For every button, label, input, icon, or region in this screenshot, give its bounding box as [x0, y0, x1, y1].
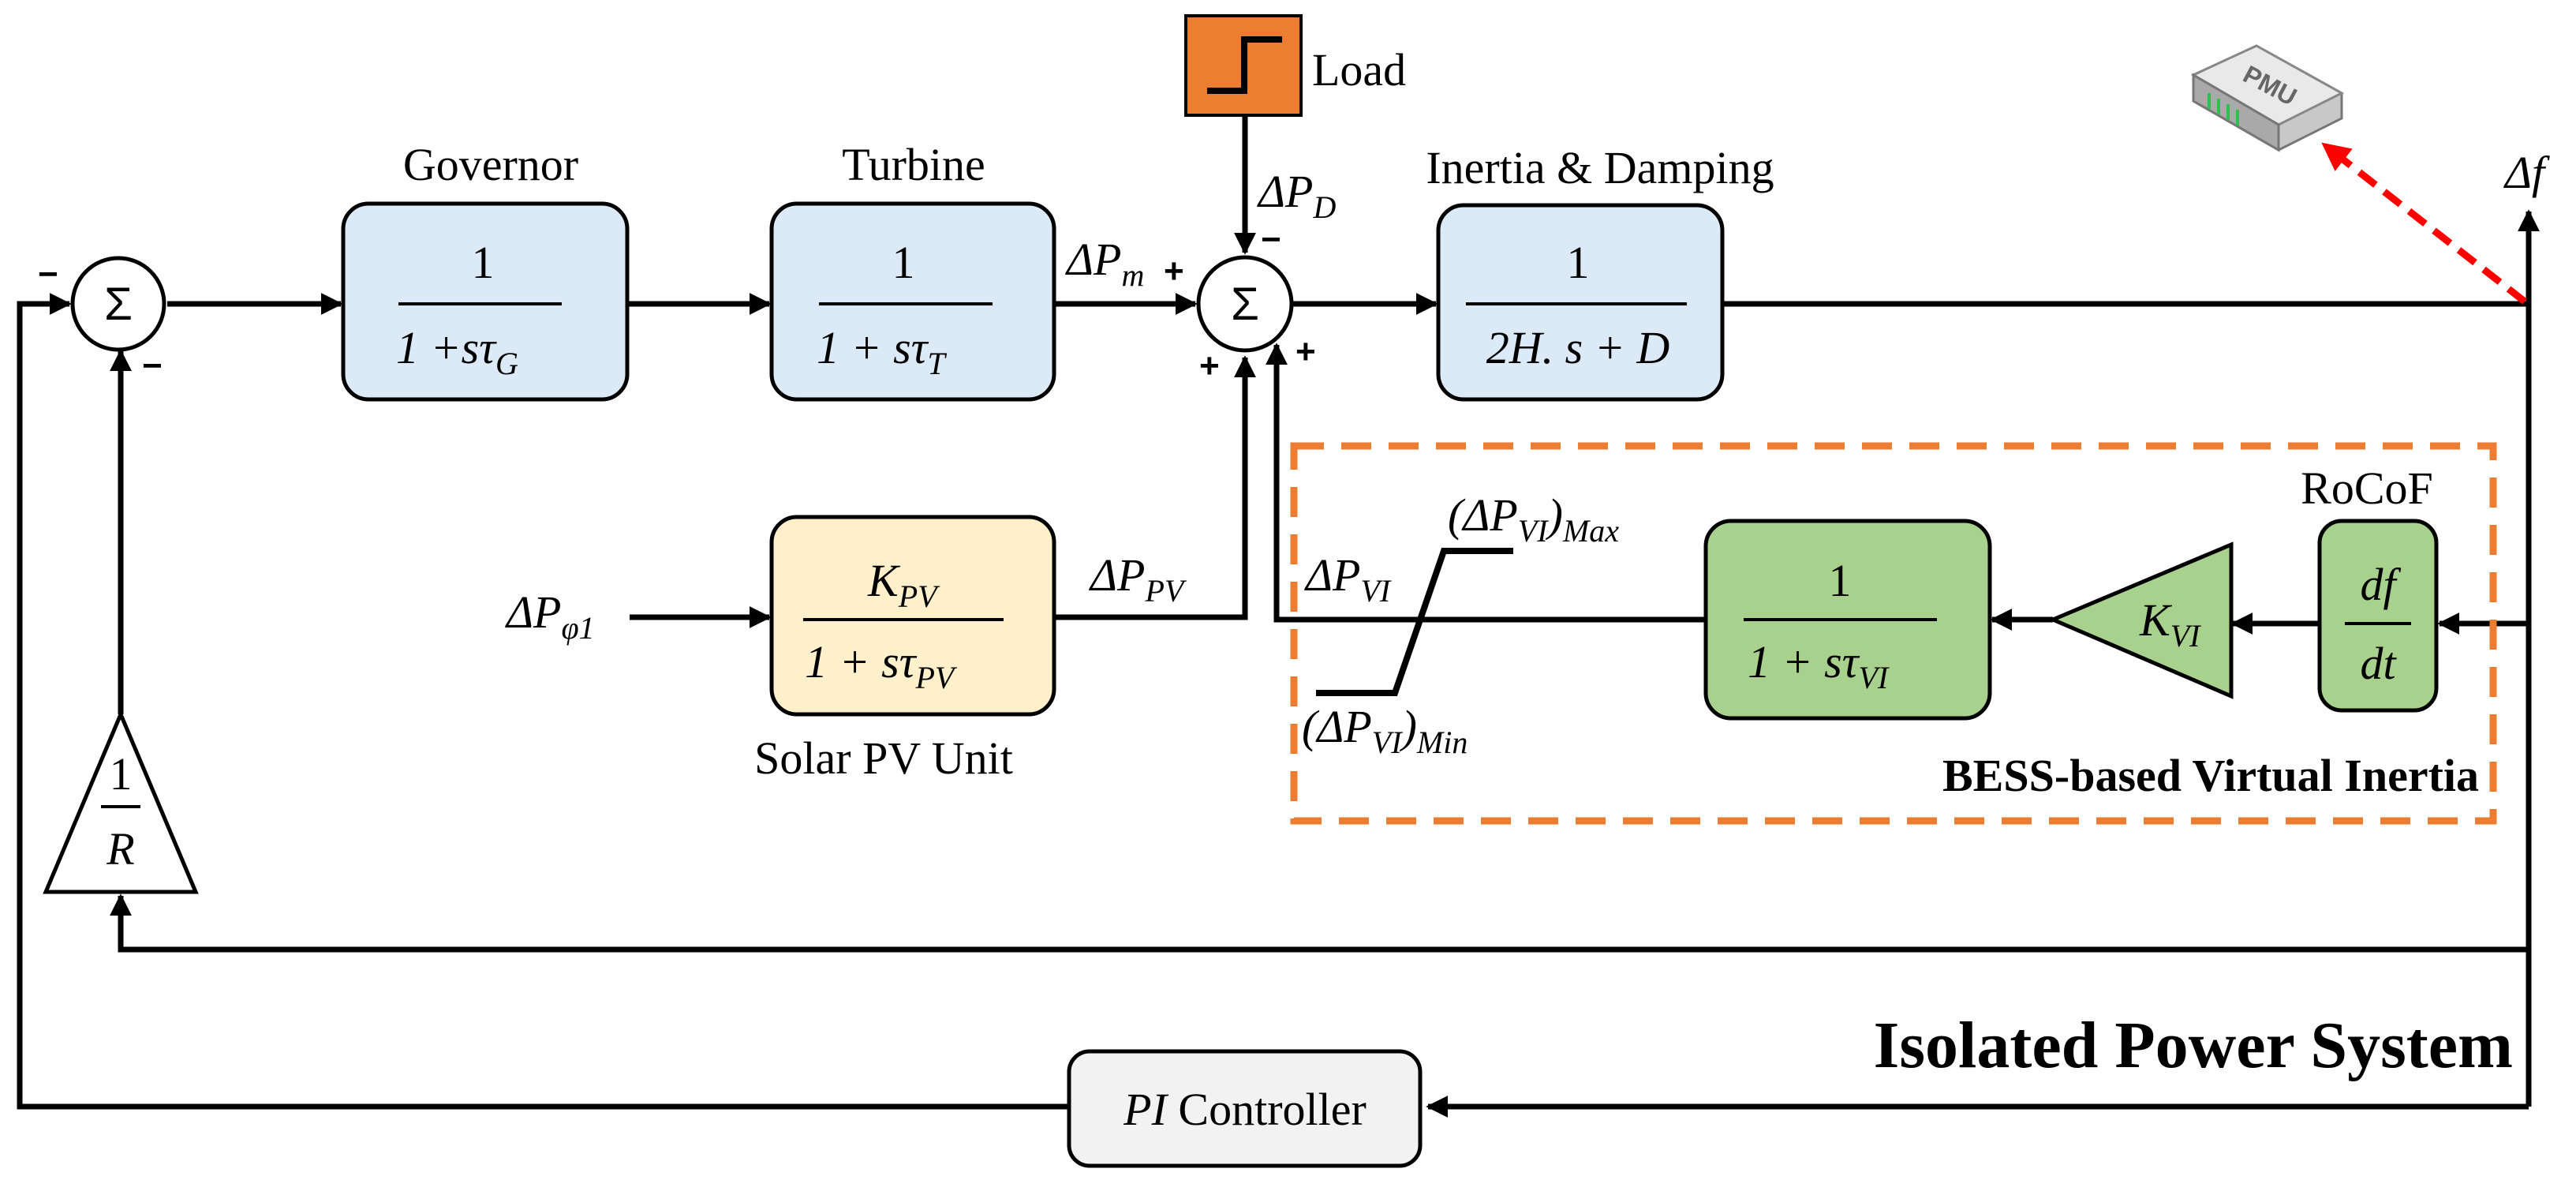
- governor-block: 1 1 +sτG: [341, 201, 630, 402]
- pvi-max-label: (ΔPVI)Max: [1448, 489, 1619, 549]
- signal-wires: [17, 117, 2540, 1118]
- solar-pv-block: KPV 1 + sτPV: [769, 515, 1056, 717]
- governor-numerator: 1: [472, 237, 495, 288]
- bess-filter-block: 1 1 + sτVI: [1703, 519, 1992, 721]
- bess-filter-numerator: 1: [1829, 555, 1852, 606]
- kvi-gain-label: KVI: [2139, 594, 2201, 654]
- droop-numerator: 1: [110, 748, 133, 800]
- bess-filter-denominator: 1 + sτVI: [1748, 636, 1890, 695]
- sum-junction-2-symbol: Σ: [1231, 279, 1259, 330]
- sum2-sign-bottom-left: +: [1199, 347, 1220, 385]
- load-label: Load: [1312, 44, 1406, 96]
- pmu-measurement-link: [2321, 142, 2527, 305]
- inertia-numerator: 1: [1567, 237, 1590, 288]
- sum1-sign-top: −: [38, 255, 58, 294]
- delta-f-label: Δf: [2503, 147, 2550, 198]
- sum2-sign-bottom-right: +: [1295, 332, 1316, 371]
- delta-pphi-label: ΔPφ1: [505, 586, 595, 646]
- wire-pv-sum2: [1054, 355, 1256, 620]
- rocof-label: RoCoF: [2301, 463, 2433, 514]
- rocof-derivative-block: df dt: [2317, 519, 2439, 713]
- droop-gain-block: 1 R: [43, 709, 199, 894]
- droop-denominator: R: [106, 823, 134, 875]
- pvi-min-label: (ΔPVI)Min: [1302, 701, 1467, 760]
- derivative-denominator: dt: [2360, 638, 2397, 689]
- kvi-gain-block: KVI: [2047, 541, 2234, 699]
- turbine-label: Turbine: [842, 139, 985, 190]
- wire-pi-sum1: [17, 293, 1069, 1110]
- sum2-sign-top: −: [1261, 220, 1281, 259]
- inertia-damping-block: 1 2H. s + D: [1436, 203, 1725, 402]
- turbine-block: 1 1 + sτT: [769, 201, 1056, 402]
- system-title: Isolated Power System: [1874, 1009, 2513, 1082]
- delta-pm-label: ΔPm: [1065, 234, 1144, 293]
- turbine-denominator: 1 + sτT: [817, 322, 947, 381]
- saturation-icon: [1316, 548, 1513, 696]
- pi-controller-block: PI Controller: [1067, 1049, 1423, 1168]
- inertia-damping-label: Inertia & Damping: [1426, 142, 1774, 193]
- wire-bess-sum2: [1266, 343, 1706, 623]
- sum-junction-1-symbol: Σ: [104, 279, 133, 330]
- solar-pv-unit-label: Solar PV Unit: [754, 732, 1013, 784]
- sum-junction-1: Σ: [70, 256, 166, 352]
- pv-denominator: 1 + sτPV: [805, 636, 958, 695]
- bess-group-border: [1290, 442, 2497, 825]
- derivative-numerator: df: [2360, 559, 2401, 610]
- sum1-sign-bottom: −: [142, 347, 163, 385]
- delta-ppv-label: ΔPPV: [1089, 549, 1187, 609]
- governor-denominator: 1 +sτG: [396, 322, 518, 381]
- sum2-sign-left: +: [1164, 252, 1184, 290]
- delta-pvi-label: ΔPVI: [1304, 549, 1392, 609]
- pmu-device-icon: PMU: [2190, 44, 2345, 152]
- load-step-icon: [1184, 14, 1303, 117]
- governor-label: Governor: [403, 139, 578, 190]
- turbine-numerator: 1: [892, 237, 915, 288]
- sum-junction-2: Σ: [1196, 255, 1294, 353]
- bess-title: BESS-based Virtual Inertia: [1942, 750, 2479, 801]
- pv-numerator: KPV: [867, 555, 940, 614]
- wire-bus-droop: [110, 893, 2529, 953]
- pi-controller-label: PI Controller: [1123, 1084, 1367, 1135]
- delta-pd-label: ΔPD: [1257, 166, 1336, 225]
- inertia-denominator: 2H. s + D: [1486, 322, 1670, 373]
